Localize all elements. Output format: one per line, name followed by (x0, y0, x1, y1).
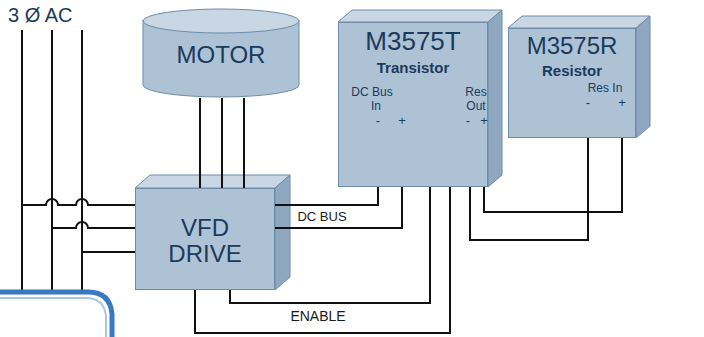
supply-label: 3 Ø AC (8, 4, 72, 26)
terminal-group: Res In (588, 82, 623, 95)
phase-tap (82, 251, 135, 253)
box-side-face (275, 175, 290, 290)
box-top-face (135, 175, 290, 188)
vfd-drive-box: VFD DRIVE (135, 188, 275, 290)
drive-label: VFD DRIVE (157, 215, 253, 268)
pin-sign: + (398, 114, 406, 128)
pin-sign: + (618, 96, 626, 110)
terminal-group: DC Bus (351, 86, 392, 99)
wire (484, 138, 622, 212)
pin-sign: - (376, 114, 380, 128)
terminal-group: Out (466, 100, 485, 113)
model-number: M3575R (527, 33, 618, 59)
terminal-group: In (371, 100, 381, 113)
pin-sign: + (480, 114, 488, 128)
wire (243, 98, 245, 188)
wire (275, 187, 402, 228)
wire (199, 98, 201, 188)
corner-panel (0, 292, 112, 337)
signal-label: ENABLE (288, 309, 347, 324)
phase-tap (22, 199, 135, 205)
box-side-face (636, 16, 650, 138)
box-top-face (338, 10, 502, 22)
motor-cylinder: MOTOR (142, 8, 300, 98)
box-side-face (488, 10, 502, 187)
wire (221, 98, 223, 188)
signal-label: DC BUS (295, 210, 348, 224)
phase-tap (52, 222, 135, 228)
unit-type: Resistor (542, 63, 602, 80)
unit-type: Transistor (377, 60, 450, 77)
box-top-face (508, 16, 650, 28)
corner-panel-inner (0, 298, 106, 337)
terminal-group: Res (465, 86, 486, 99)
model-number: M3575T (365, 27, 460, 56)
pin-sign: - (466, 114, 470, 128)
transistor-box: M3575T Transistor (338, 22, 488, 187)
cylinder-top (143, 9, 299, 33)
corner-panel-border (0, 292, 112, 337)
pin-sign: - (586, 96, 590, 110)
motor-label: MOTOR (177, 42, 266, 68)
wire (275, 187, 378, 205)
